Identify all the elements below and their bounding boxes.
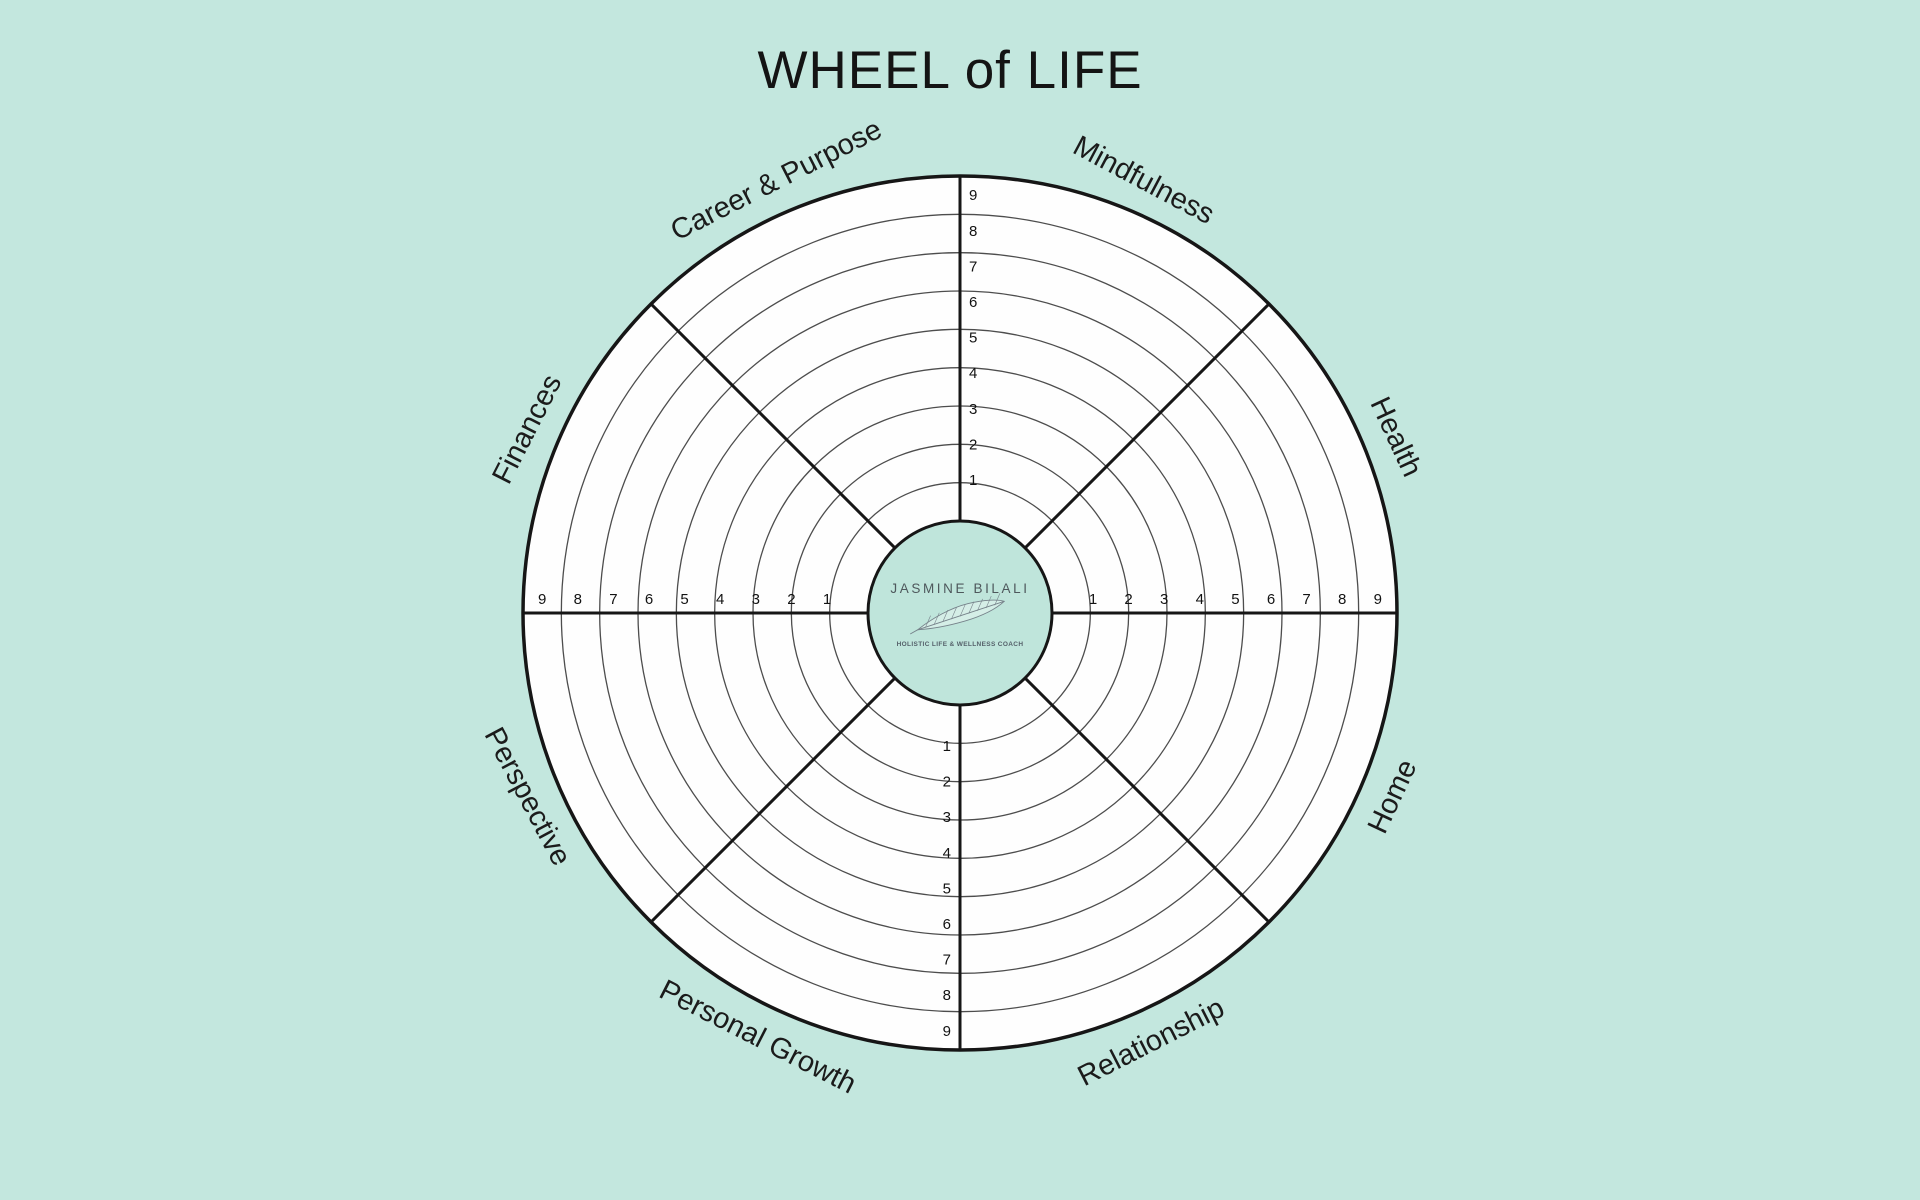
logo-tagline-text: HOLISTIC LIFE & WELLNESS COACH	[897, 641, 1024, 648]
center-circle	[866, 519, 1054, 707]
scale-number-right-4: 4	[1196, 591, 1204, 608]
logo-name-text: JASMINE BILALI	[890, 581, 1029, 596]
spoke-line	[649, 676, 897, 924]
page-title: WHEEL of LIFE	[757, 41, 1143, 100]
scale-number-right-1: 1	[1089, 591, 1097, 608]
scale-number-left-9: 9	[538, 591, 546, 608]
scale-number-right-9: 9	[1374, 591, 1382, 608]
scale-number-bottom-8: 8	[943, 987, 951, 1004]
scale-number-left-6: 6	[645, 591, 653, 608]
scale-number-right-7: 7	[1302, 591, 1310, 608]
scale-number-right-8: 8	[1338, 591, 1346, 608]
scale-number-bottom-3: 3	[943, 809, 951, 826]
scale-number-left-8: 8	[574, 591, 582, 608]
scale-number-left-1: 1	[823, 591, 831, 608]
scale-number-bottom-9: 9	[943, 1023, 951, 1040]
scale-number-bottom-5: 5	[943, 880, 951, 897]
scale-number-bottom-2: 2	[943, 774, 951, 791]
scale-number-top-6: 6	[969, 294, 977, 311]
scale-number-top-5: 5	[969, 330, 977, 347]
scale-number-left-7: 7	[609, 591, 617, 608]
scale-number-left-4: 4	[716, 591, 724, 608]
scale-number-top-9: 9	[969, 187, 977, 204]
scale-number-left-3: 3	[752, 591, 760, 608]
scale-number-top-7: 7	[969, 258, 977, 275]
feather-icon	[909, 593, 1006, 635]
spoke-line	[1023, 676, 1271, 924]
spoke-line	[1023, 302, 1271, 550]
scale-number-bottom-6: 6	[943, 916, 951, 933]
scale-number-top-3: 3	[969, 401, 977, 418]
scale-number-bottom-4: 4	[943, 845, 951, 862]
sector-label-home: Home	[1362, 755, 1424, 839]
scale-number-bottom-1: 1	[943, 738, 951, 755]
scale-number-right-3: 3	[1160, 591, 1168, 608]
scale-number-top-8: 8	[969, 223, 977, 240]
scale-number-bottom-7: 7	[943, 952, 951, 969]
scale-number-top-1: 1	[969, 472, 977, 489]
scale-number-top-4: 4	[969, 365, 977, 382]
scale-number-left-2: 2	[787, 591, 795, 608]
scale-number-left-5: 5	[680, 591, 688, 608]
scale-number-top-2: 2	[969, 436, 977, 453]
scale-number-right-5: 5	[1231, 591, 1239, 608]
scale-number-right-6: 6	[1267, 591, 1275, 608]
scale-number-right-2: 2	[1124, 591, 1132, 608]
spoke-line	[649, 302, 897, 550]
